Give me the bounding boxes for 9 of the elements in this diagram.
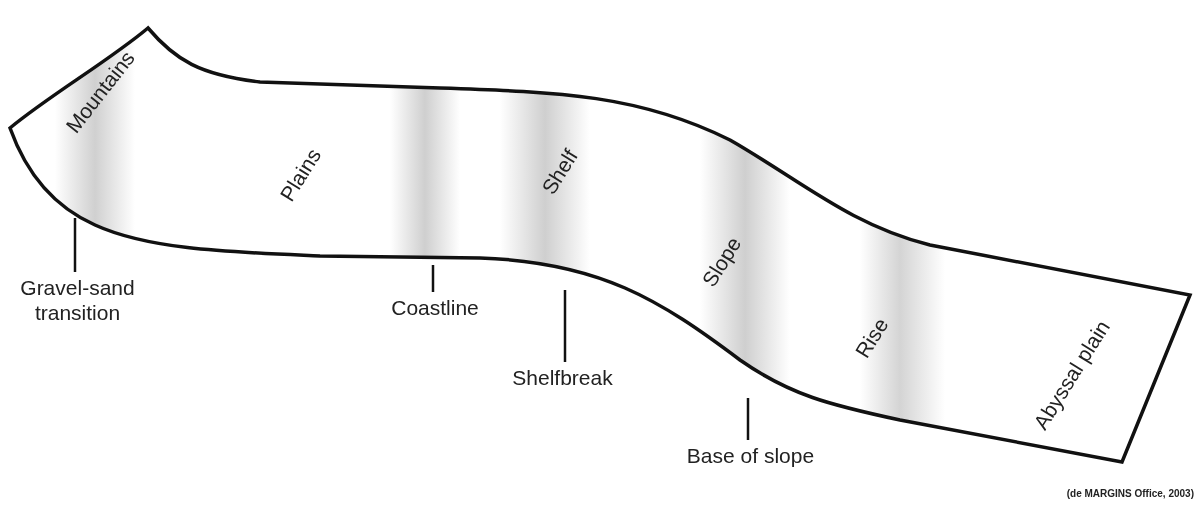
callout-label: Gravel-sand transition xyxy=(5,275,150,325)
callout-label: Coastline xyxy=(375,295,495,320)
leader-line xyxy=(746,398,750,440)
callout-label: Shelfbreak xyxy=(495,365,630,390)
leader-line xyxy=(73,218,77,272)
leader-line xyxy=(431,265,435,292)
leader-line xyxy=(563,290,567,362)
callout-label: Base of slope xyxy=(668,443,833,468)
source-caption: (de MARGINS Office, 2003) xyxy=(1066,488,1194,499)
